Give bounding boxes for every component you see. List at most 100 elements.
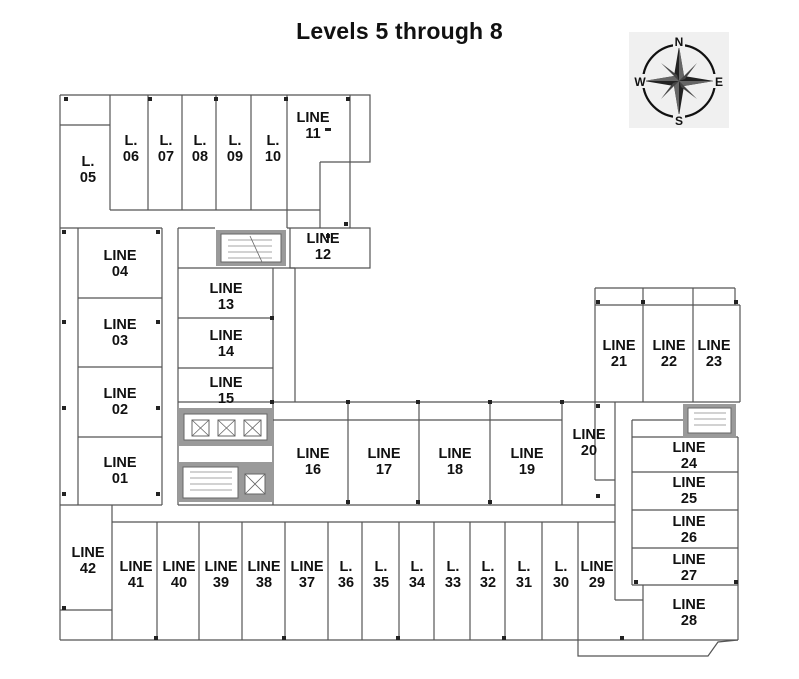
unit-label-line: L. <box>267 133 280 149</box>
unit-label-line: 39 <box>213 575 229 591</box>
unit-label-line: L. <box>555 559 568 575</box>
unit-label-l35: L.35 <box>373 559 389 591</box>
plan-title: Levels 5 through 8 <box>296 18 503 44</box>
floor-plan-walls <box>59 94 741 657</box>
unit-label-line: LINE <box>510 446 543 462</box>
unit-label-line: 40 <box>171 575 187 591</box>
unit-label-line: LINE <box>672 514 705 530</box>
unit-label-line: 30 <box>553 575 569 591</box>
unit-label-line: 38 <box>256 575 272 591</box>
unit-label-line: 34 <box>409 575 425 591</box>
unit-label-line: 20 <box>581 443 597 459</box>
unit-label-line: L. <box>340 559 353 575</box>
unit-label-line: 24 <box>681 456 697 472</box>
stairwell-east <box>683 404 736 438</box>
unit-label-line: 05 <box>80 170 96 186</box>
unit-label-line: 37 <box>299 575 315 591</box>
unit-label-line: LINE <box>438 446 471 462</box>
unit-label-line: LINE <box>103 317 136 333</box>
unit-label-line: LINE <box>204 559 237 575</box>
unit-label-line: LINE <box>290 559 323 575</box>
unit-label-line: 27 <box>681 568 697 584</box>
unit-label-line: LINE <box>103 455 136 471</box>
unit-label-line: 03 <box>112 333 128 349</box>
unit-label-line: LINE <box>672 597 705 613</box>
unit-label-l36: L.36 <box>338 559 354 591</box>
unit-label-line: LINE <box>652 338 685 354</box>
compass-star-icon <box>644 46 714 116</box>
unit-label-line: L. <box>160 133 173 149</box>
unit-label-line: 33 <box>445 575 461 591</box>
unit-label-l09: L.09 <box>227 133 243 165</box>
unit-label-line: 19 <box>519 462 535 478</box>
unit-label-line: LINE <box>672 440 705 456</box>
unit-label-line: LINE <box>580 559 613 575</box>
unit-label-l32: L.32 <box>480 559 496 591</box>
unit-label-line: 21 <box>611 354 627 370</box>
unit-label-line: 06 <box>123 149 139 165</box>
unit-label-l10: L.10 <box>265 133 281 165</box>
unit-label-line: 32 <box>480 575 496 591</box>
compass-east-label: E <box>715 75 723 89</box>
unit-label-line: L. <box>229 133 242 149</box>
unit-label-line: 23 <box>706 354 722 370</box>
unit-label-line: 01 <box>112 471 128 487</box>
unit-label-line: 17 <box>376 462 392 478</box>
unit-label-line: LINE <box>672 475 705 491</box>
unit-label-line: L. <box>125 133 138 149</box>
unit-label-l31: L.31 <box>516 559 532 591</box>
unit-label-line: LINE <box>209 375 242 391</box>
unit-label-line: 15 <box>218 391 234 407</box>
unit-label-line: L. <box>194 133 207 149</box>
unit-label-line: 36 <box>338 575 354 591</box>
unit-label-line: LINE <box>209 328 242 344</box>
unit-label-line: 12 <box>315 247 331 263</box>
unit-label-line: 13 <box>218 297 234 313</box>
unit-label-line: LINE <box>103 386 136 402</box>
unit-label-line: LINE <box>672 552 705 568</box>
unit-label-line: 04 <box>112 264 128 280</box>
unit-label-line: 08 <box>192 149 208 165</box>
unit-label-line: 42 <box>80 561 96 577</box>
unit-label-line: 10 <box>265 149 281 165</box>
unit-label-line: LINE <box>602 338 635 354</box>
compass-rose: N S W E <box>629 32 729 128</box>
unit-label-line: LINE <box>367 446 400 462</box>
unit-label-line: 07 <box>158 149 174 165</box>
unit-label-line: L. <box>375 559 388 575</box>
unit-label-line: 11 <box>305 126 320 142</box>
unit-label-line: L. <box>482 559 495 575</box>
unit-label-line: LINE <box>71 545 104 561</box>
unit-label-line: LINE <box>162 559 195 575</box>
unit-label-line: LINE <box>697 338 730 354</box>
unit-label-line: 35 <box>373 575 389 591</box>
structural-columns <box>62 97 738 640</box>
unit-label-line: LINE <box>296 110 329 126</box>
unit-label-l34: L.34 <box>409 559 425 591</box>
stairwell-central <box>178 462 273 502</box>
elevator-bank <box>178 408 273 446</box>
unit-label-line: 14 <box>218 344 234 360</box>
unit-label-line: 26 <box>681 530 697 546</box>
compass-west-label: W <box>634 75 646 89</box>
